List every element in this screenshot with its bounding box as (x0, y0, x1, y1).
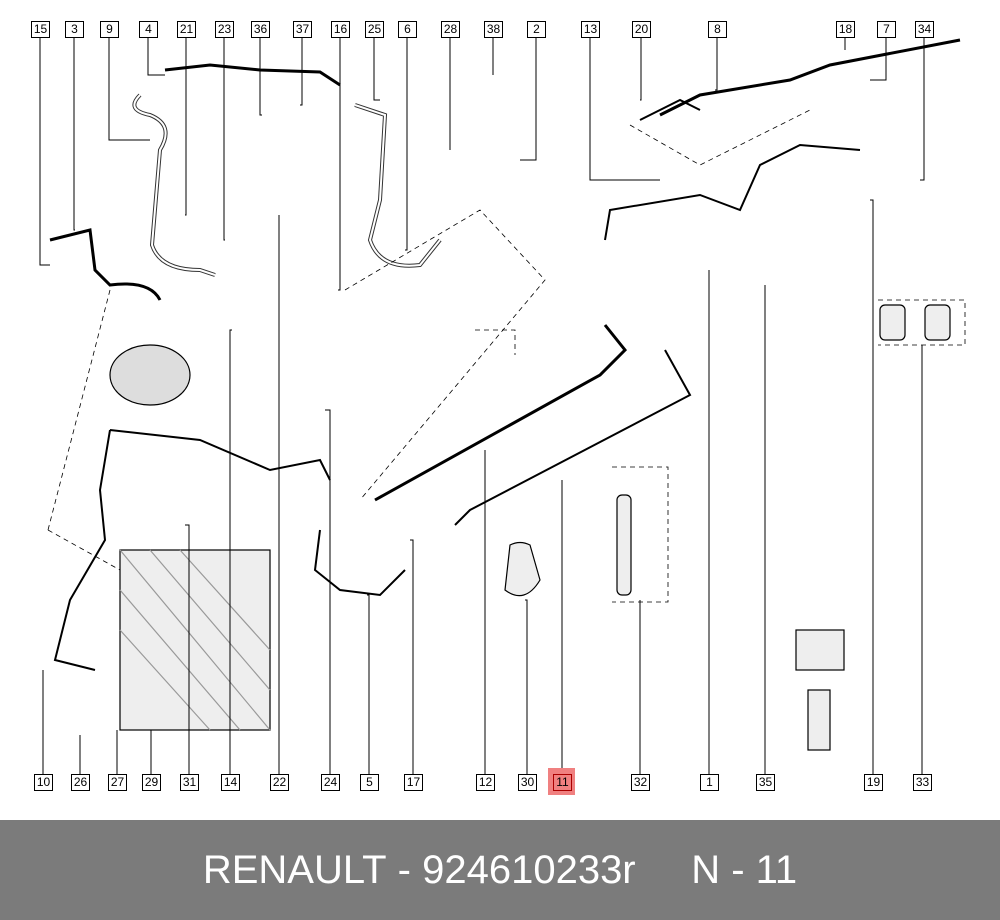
spacer (636, 848, 692, 893)
leader-line-13 (589, 37, 660, 181)
leader-line-5 (367, 594, 370, 774)
callout-20: 20 (632, 21, 651, 38)
footer-bar: RENAULT - 924610233r N - 11 (0, 820, 1000, 920)
callout-16: 16 (331, 21, 350, 38)
hoses-and-pipes (49, 38, 961, 751)
callout-32: 32 (631, 774, 650, 791)
leader-line-20 (640, 37, 642, 101)
callout-31: 31 (180, 774, 199, 791)
callout-4: 4 (139, 21, 158, 38)
leader-line-3 (73, 37, 75, 231)
leader-line-25 (373, 37, 380, 101)
callout-24: 24 (321, 774, 340, 791)
leader-line-37 (300, 37, 303, 106)
leader-line-9 (108, 37, 150, 141)
callout-8: 8 (708, 21, 727, 38)
leader-line-4 (147, 37, 165, 76)
leader-line-30 (525, 599, 528, 774)
callout-23: 23 (215, 21, 234, 38)
callout-22: 22 (270, 774, 289, 791)
leader-line-34 (920, 37, 925, 181)
callout-38: 38 (484, 21, 503, 38)
callout-21: 21 (177, 21, 196, 38)
callout-27: 27 (108, 774, 127, 791)
callout-6: 6 (398, 21, 417, 38)
parts-diagram (39, 37, 966, 774)
leader-line-23 (223, 37, 225, 241)
leader-line-17 (410, 539, 414, 774)
callout-15: 15 (31, 21, 50, 38)
leader-line-16 (338, 37, 341, 291)
callout-28: 28 (441, 21, 460, 38)
separator: - (386, 847, 423, 892)
callout-11: 11 (553, 774, 572, 791)
callout-9: 9 (100, 21, 119, 38)
dashed-guides (47, 109, 966, 603)
leader-line-21 (185, 37, 187, 216)
leader-line-8 (715, 37, 718, 91)
callout-17: 17 (404, 774, 423, 791)
leader-line-19 (870, 199, 874, 774)
leader-line-24 (325, 409, 331, 774)
brand-label: RENAULT (202, 847, 387, 892)
leader-line-15 (39, 37, 50, 266)
callout-1: 1 (700, 774, 719, 791)
callout-35: 35 (756, 774, 775, 791)
callout-29: 29 (142, 774, 161, 791)
leader-line-31 (185, 524, 190, 774)
callout-14: 14 (221, 774, 240, 791)
callout-13: 13 (581, 21, 600, 38)
leader-lines (39, 37, 925, 774)
part-number: 924610233r (422, 847, 636, 892)
callout-5: 5 (360, 774, 379, 791)
callout-26: 26 (71, 774, 90, 791)
leader-line-36 (259, 37, 262, 116)
callout-37: 37 (293, 21, 312, 38)
callout-18: 18 (836, 21, 855, 38)
callout-2: 2 (527, 21, 546, 38)
callout-30: 30 (518, 774, 537, 791)
leader-line-7 (870, 37, 887, 81)
leader-line-2 (520, 37, 537, 161)
callout-34: 34 (915, 21, 934, 38)
leader-line-6 (405, 37, 408, 251)
leader-line-14 (229, 329, 232, 774)
callout-36: 36 (251, 21, 270, 38)
callout-7: 7 (877, 21, 896, 38)
callout-10: 10 (34, 774, 53, 791)
position-label: N - 11 (691, 847, 798, 892)
callout-33: 33 (913, 774, 932, 791)
callout-3: 3 (65, 21, 84, 38)
callout-19: 19 (864, 774, 883, 791)
callout-12: 12 (476, 774, 495, 791)
callout-25: 25 (365, 21, 384, 38)
